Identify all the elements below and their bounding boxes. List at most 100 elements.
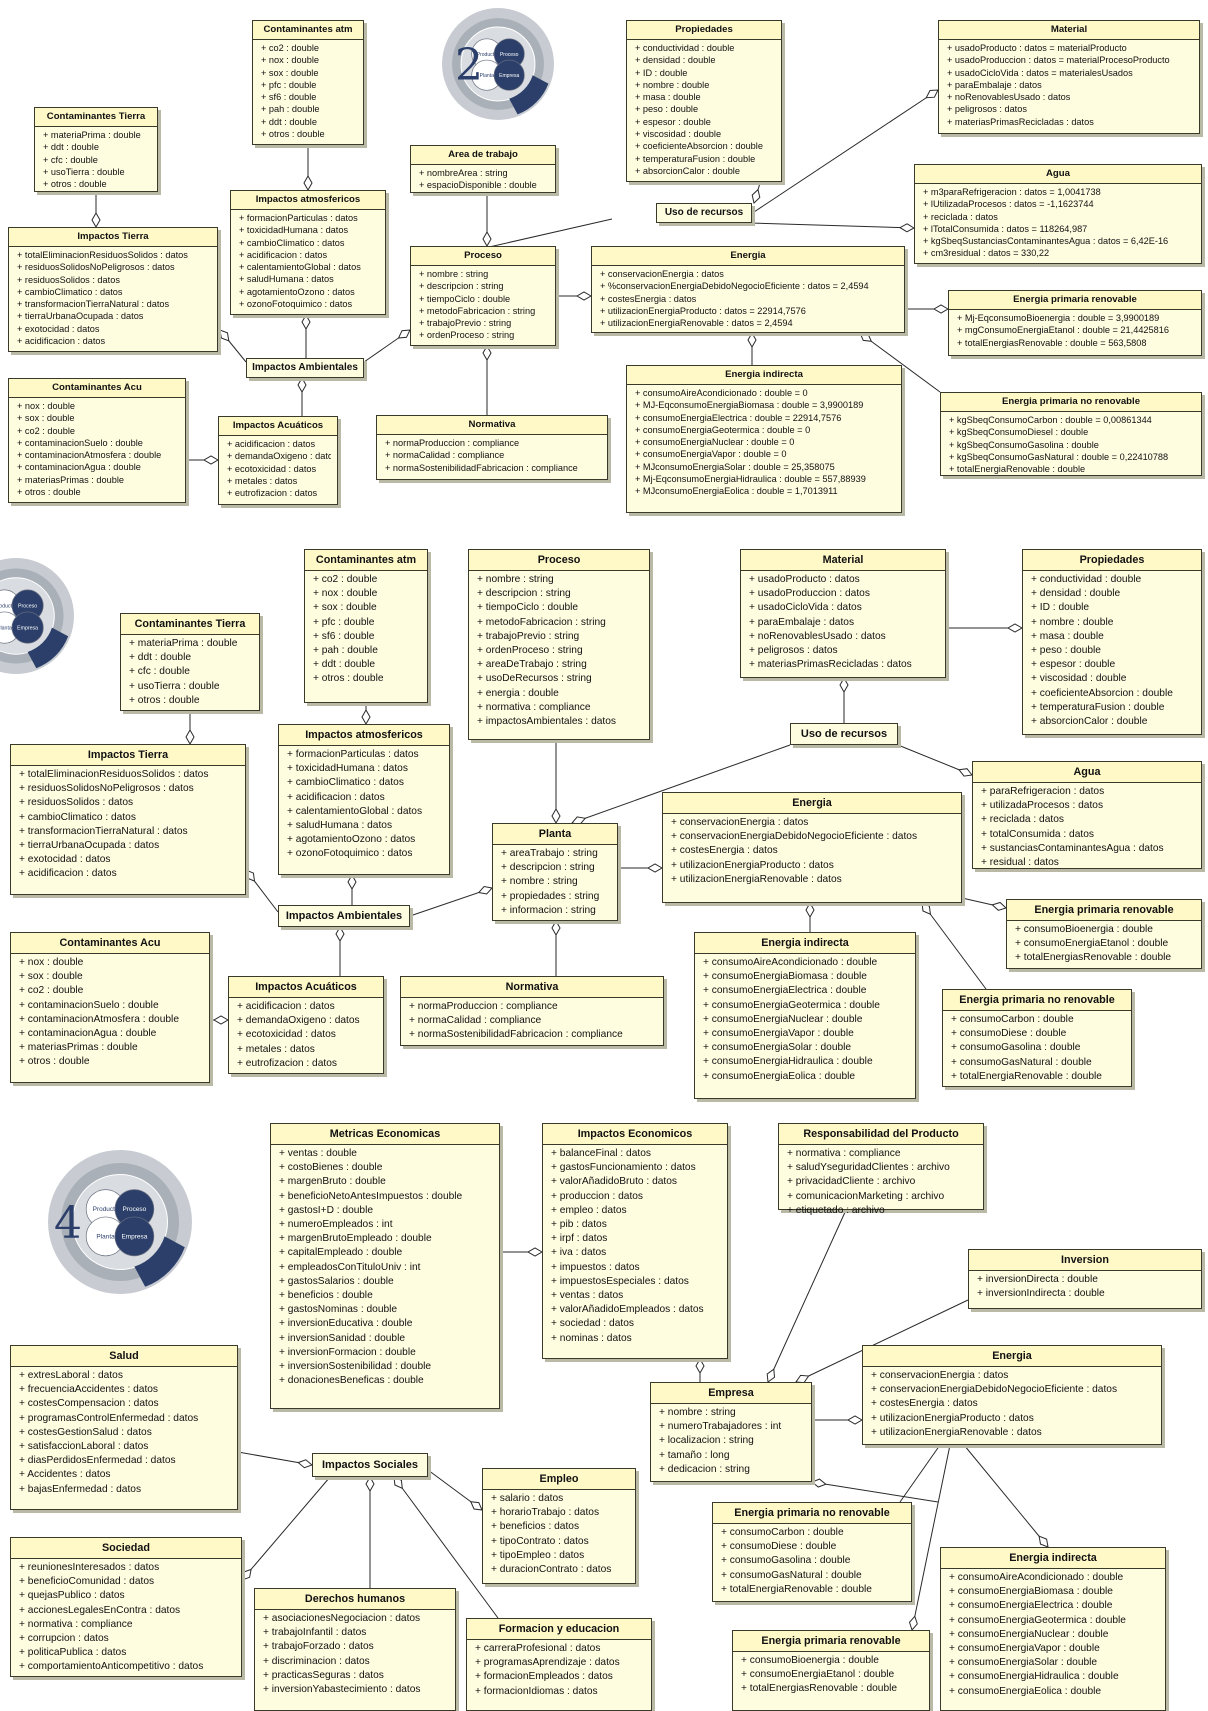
class-attribute: + irpf : datos xyxy=(551,1233,608,1245)
section2-class-proceso[interactable]: Proceso+ nombre : string+ descripcion : … xyxy=(410,246,556,346)
aggregation-diamond xyxy=(297,1459,313,1469)
class-attributes: + totalEliminacionResiduosSolidos : dato… xyxy=(11,766,245,885)
association-class-impactos-sociales[interactable]: Impactos Sociales xyxy=(312,1453,428,1477)
section2-class-energia-indirecta[interactable]: Energia indirecta+ consumoAireAcondicion… xyxy=(626,365,902,513)
class-attribute: + beneficioNetoAntesImpuestos : double xyxy=(279,1190,463,1202)
class-attribute: + reciclada : datos xyxy=(923,211,998,222)
section4-class-energia-indirecta[interactable]: Energia indirecta+ consumoAireAcondicion… xyxy=(940,1547,1166,1711)
class-attribute: + totalEliminacionResiduosSolidos : dato… xyxy=(19,769,209,780)
section3-class-impactos-tierra[interactable]: Impactos Tierra + totalEliminacionResiduo… xyxy=(10,744,246,895)
class-attributes: + nombreArea : string+ espacioDisponible… xyxy=(411,165,555,195)
section3-class-energia[interactable]: Energia+ conservacionEnergia : datos+ co… xyxy=(662,792,962,903)
class-attribute: + nox : double xyxy=(313,588,378,600)
class-attribute: + consumoEnergiaBiomasa : double xyxy=(949,1586,1113,1598)
section2-class-impactos-tierra[interactable]: Impactos Tierra+ totalEliminacionResiduo… xyxy=(8,227,218,352)
section2-class-agua[interactable]: Agua+ m3paraRefrigeracion : datos = 1,00… xyxy=(914,164,1202,264)
class-attributes: + consumoBioenergia : double+ consumoEne… xyxy=(733,1652,929,1700)
section3-class-epnr[interactable]: Energia primaria no renovable+ consumoCa… xyxy=(942,989,1132,1087)
section3-class-impactos-acu[interactable]: Impactos Acuáticos+ acidificacion : dato… xyxy=(228,976,384,1074)
section4-class-empresa[interactable]: Empresa+ nombre : string+ numeroTrabajad… xyxy=(650,1382,812,1482)
class-attribute: + normaProduccion : compliance xyxy=(409,1001,558,1012)
association-class-uso-recursos[interactable]: Uso de recursos xyxy=(790,723,898,745)
class-attribute: + ozonoFotoquimico : datos xyxy=(287,848,413,860)
section3-class-contaminantes-atm[interactable]: Contaminantes atm+ co2 : double+ nox : d… xyxy=(304,549,428,703)
class-attribute: + mgConsumoEnergiaEtanol : double = 21,4… xyxy=(957,325,1169,336)
association-class-impactos-ambientales[interactable]: Impactos Ambientales xyxy=(246,358,364,378)
section4-class-epr[interactable]: Energia primaria renovable+ consumoBioen… xyxy=(732,1630,930,1711)
class-title: Responsabilidad del Producto xyxy=(779,1124,983,1145)
class-attributes: + totalEliminacionResiduosSolidos : dato… xyxy=(9,247,217,350)
class-attribute: + normaProduccion : compliance xyxy=(385,438,520,448)
class-title: Impactos Tierra xyxy=(11,745,245,766)
logo-quadrant-label: Empresa xyxy=(121,1233,147,1240)
class-attribute: + otros : double xyxy=(19,1056,90,1068)
aggregation-diamond xyxy=(766,1368,776,1383)
section3-class-impactos-atm[interactable]: Impactos atmosfericos+ formacionParticul… xyxy=(278,724,450,875)
section4-class-epnr[interactable]: Energia primaria no renovable+ consumoCa… xyxy=(712,1502,912,1602)
class-attribute: + materiaPrima : double xyxy=(43,130,141,140)
section2-class-propiedades[interactable]: Propiedades+ conductividad : double+ den… xyxy=(626,20,782,182)
class-attribute: + conservacionEnergia : datos xyxy=(600,269,724,279)
class-attribute: + gastosFuncionamiento : datos xyxy=(551,1162,696,1174)
class-attribute: + consumoBioenergia : double xyxy=(741,1655,879,1666)
association-line xyxy=(393,1476,499,1619)
class-attribute: + usadoProduccion : datos xyxy=(749,588,870,600)
section4-class-formacion[interactable]: Formacion y educacion+ carreraProfesiona… xyxy=(466,1618,652,1711)
section3-class-contaminantes-acu[interactable]: Contaminantes Acu+ nox : double+ sox : d… xyxy=(10,932,210,1083)
section3-class-material[interactable]: Material+ usadoProducto : datos+ usadoPr… xyxy=(740,549,946,678)
class-attribute: + contaminacionAtmosfera : double xyxy=(17,450,162,461)
class-title: Normativa xyxy=(401,977,663,998)
section4-class-sociedad[interactable]: Sociedad+ reunionesInteresados : datos+ … xyxy=(10,1537,242,1677)
section3-class-planta[interactable]: Planta+ areaTrabajo : string+ descripcio… xyxy=(492,823,618,921)
class-attribute: + usadoProducto : datos = materialProduc… xyxy=(947,43,1127,53)
association-class-impactos-ambientales[interactable]: Impactos Ambientales xyxy=(278,905,410,927)
section3-class-agua[interactable]: Agua+ paraRefrigeracion : datos+ utiliza… xyxy=(972,761,1202,869)
class-title: Impactos Acuáticos xyxy=(229,977,383,998)
class-attribute: + calentamientoGlobal : datos xyxy=(239,262,361,273)
section2-class-normativa[interactable]: Normativa+ normaProduccion : compliance+… xyxy=(376,415,608,480)
section2-class-impactos-acu[interactable]: Impactos Acuáticos+ acidificacion : dato… xyxy=(218,416,338,505)
class-attribute: + consumoEnergiaVapor : double = 0 xyxy=(635,449,787,460)
section2-class-contaminantes-acu[interactable]: Contaminantes Acu+ nox : double+ sox : d… xyxy=(8,378,186,503)
section3-class-energia-indirecta[interactable]: Energia indirecta+ consumoAireAcondicion… xyxy=(694,932,916,1099)
section2-class-epnr[interactable]: Energia primaria no renovable+ kgSbeqCon… xyxy=(940,392,1202,476)
section4-class-energia[interactable]: Energia+ conservacionEnergia : datos+ co… xyxy=(862,1345,1162,1445)
section4-class-responsabilidad[interactable]: Responsabilidad del Producto + normativa … xyxy=(778,1123,984,1216)
section2-class-material[interactable]: Material+ usadoProducto : datos = materi… xyxy=(938,20,1200,134)
association-line xyxy=(911,1444,951,1631)
section2-class-impactos-atm[interactable]: Impactos atmosfericos+ formacionParticul… xyxy=(230,190,386,315)
section4-class-empleo[interactable]: Empleo+ salario : datos+ horarioTrabajo … xyxy=(482,1468,636,1584)
class-attribute: + consumoEnergiaElectrica : double xyxy=(949,1600,1113,1612)
class-attribute: + totalEnergiaRenovable : double xyxy=(951,1070,1102,1082)
class-attribute: + sf6 : double xyxy=(313,630,375,642)
class-attribute: + consumoEnergiaSolar : double xyxy=(703,1042,852,1054)
section3-class-contaminantes-tierra[interactable]: Contaminantes Tierra+ materiaPrima : dou… xyxy=(120,613,260,711)
class-attribute: + residuosSolidos : datos xyxy=(19,797,134,809)
section2-class-area-trabajo[interactable]: Area de trabajo+ nombreArea : string+ es… xyxy=(410,145,556,193)
section3-class-normativa[interactable]: Normativa+ normaProduccion : compliance+… xyxy=(400,976,664,1046)
class-attribute: + normativa : compliance xyxy=(787,1148,901,1159)
class-attribute: + consumoEnergiaBiomasa : double xyxy=(703,971,867,983)
section3-class-propiedades[interactable]: Propiedades+ conductividad : double+ den… xyxy=(1022,549,1202,735)
section2-class-contaminantes-tierra[interactable]: Contaminantes Tierra+ materiaPrima : dou… xyxy=(34,107,158,192)
section3-class-proceso[interactable]: Proceso+ nombre : string+ descripcion : … xyxy=(468,549,650,740)
section4-class-salud[interactable]: Salud+ extresLaboral : datos+ frecuencia… xyxy=(10,1345,238,1510)
section4-class-impactos-eco[interactable]: Impactos Economicos+ balanceFinal : dato… xyxy=(542,1123,728,1359)
class-attribute: + impuestos : datos xyxy=(551,1261,640,1273)
section2-class-epr[interactable]: Energia primaria renovable+ Mj-Eqconsumo… xyxy=(948,290,1202,356)
section4-class-inversion[interactable]: Inversion+ inversionDirecta : double+ in… xyxy=(968,1249,1202,1309)
section4-class-derechos[interactable]: Derechos humanos+ asociacionesNegociacio… xyxy=(254,1588,456,1711)
association-class-uso-recursos[interactable]: Uso de recursos xyxy=(656,203,752,223)
class-attributes: + conservacionEnergia : datos+ conservac… xyxy=(863,1367,1161,1443)
class-attribute: + otros : double xyxy=(43,179,107,190)
section3-class-epr[interactable]: Energia primaria renovable+ consumoBioen… xyxy=(1006,899,1202,969)
logo-quadrant-label: Producto xyxy=(93,1206,119,1213)
class-attribute: + consumoEnergiaHidraulica : double xyxy=(703,1056,873,1068)
section2-class-contaminantes-atm[interactable]: Contaminantes atm+ co2 : double+ nox : d… xyxy=(252,20,364,145)
class-attribute: + totalEnergiaRenovable : double xyxy=(721,1583,872,1595)
section2-class-energia[interactable]: Energia+ conservacionEnergia : datos+ %c… xyxy=(591,246,905,333)
class-attribute: + otros : double xyxy=(129,694,200,706)
class-title: Propiedades xyxy=(627,21,781,40)
class-title: Impactos Tierra xyxy=(9,228,217,247)
section4-class-metricas[interactable]: Metricas Economicas+ ventas : double+ co… xyxy=(270,1123,500,1409)
